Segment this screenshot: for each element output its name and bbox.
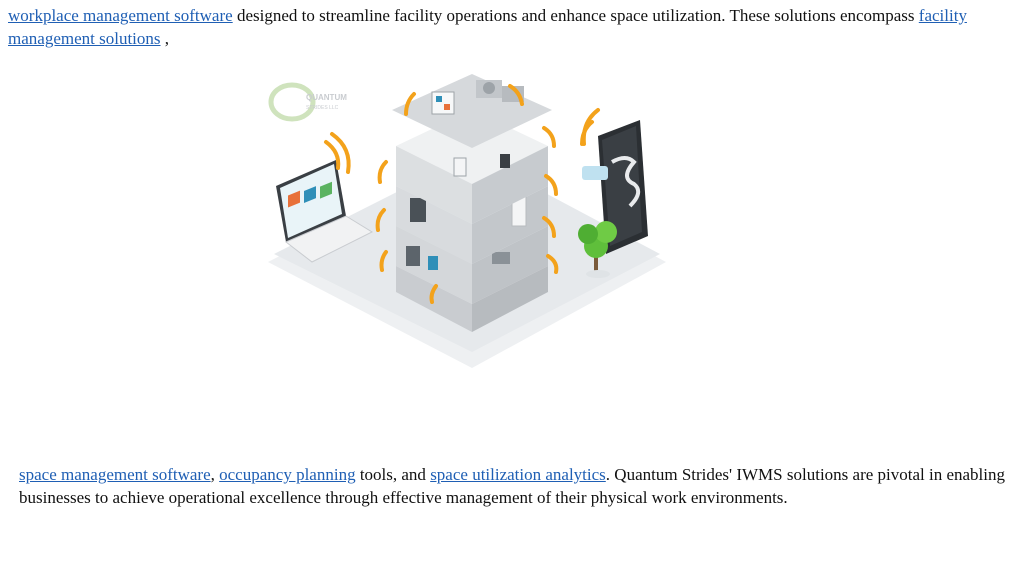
bottom-paragraph-text-2: tools, and [355, 465, 431, 484]
building [392, 74, 552, 332]
occupancy-planning-link[interactable]: occupancy planning [219, 465, 356, 484]
quantum-strides-logo: QUANTUM STRIDES LLC [268, 82, 347, 122]
facility-management-solutions-link[interactable]: facility management solutions [8, 6, 967, 48]
top-paragraph-text-2: , [160, 28, 170, 48]
chat-bubble-icon [582, 166, 608, 180]
laptop-icon [276, 160, 374, 263]
space-management-software-link[interactable]: space management software [19, 465, 211, 484]
phone-signal-icon [580, 108, 600, 146]
logo-title: QUANTUM [306, 93, 347, 102]
top-paragraph-text-1: designed to streamline facility operatio… [232, 6, 919, 25]
bottom-paragraph-text-3: . Quantum Strides' IWMS solutions are pi… [19, 465, 1006, 507]
rubik-cube-icon [431, 91, 455, 115]
bottom-paragraph-text-1: , [210, 465, 220, 484]
building-signal-icons [375, 84, 559, 304]
smart-building-illustration: QUANTUM STRIDES LLC [268, 74, 666, 368]
building-roof [392, 74, 552, 148]
phone-icon [582, 120, 648, 254]
laptop-signal-icon [324, 132, 351, 174]
space-utilization-analytics-link[interactable]: space utilization analytics [430, 465, 606, 484]
bottom-paragraph: space management software, occupancy pla… [19, 464, 1009, 509]
tree-icon [578, 221, 617, 278]
workplace-management-software-link[interactable]: workplace management software [8, 6, 233, 25]
top-paragraph: workplace management software designed t… [8, 5, 1008, 50]
logo-subtitle: STRIDES LLC [306, 105, 339, 111]
